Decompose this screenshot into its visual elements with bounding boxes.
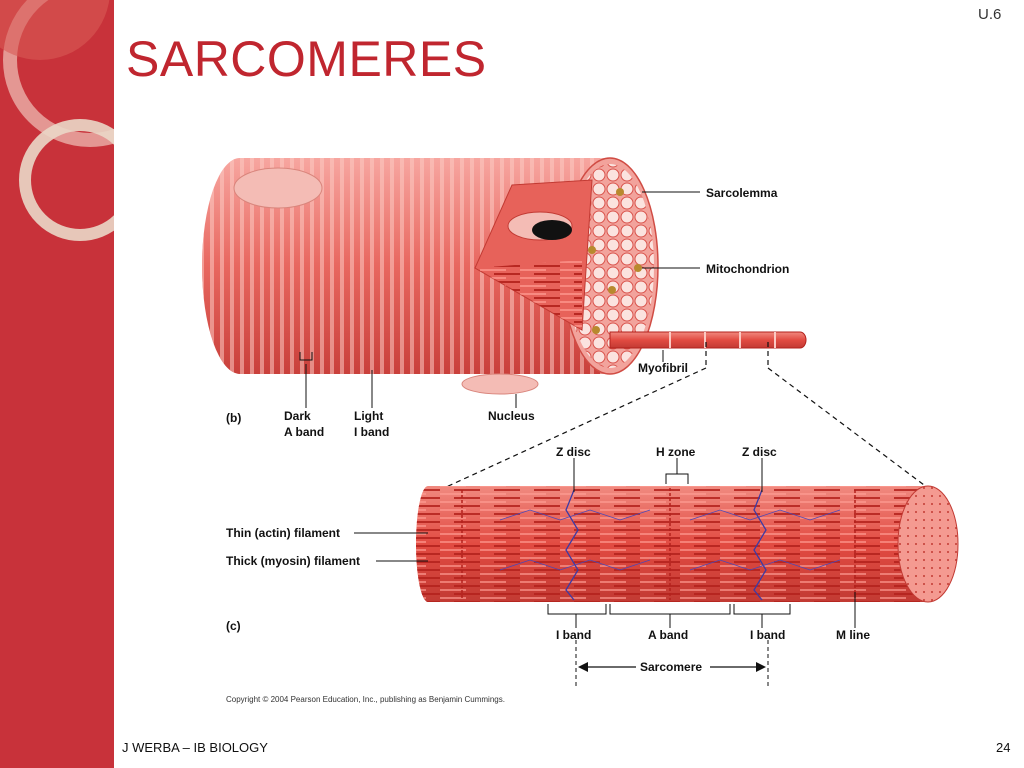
- label-h-zone: H zone: [656, 445, 696, 459]
- myofibril-enlarged: [416, 485, 959, 603]
- muscle-fiber-cylinder: [202, 157, 659, 395]
- label-i-band-right: I band: [750, 628, 785, 642]
- label-i-band-left: I band: [556, 628, 591, 642]
- label-sarcomere: Sarcomere: [640, 660, 702, 674]
- sidebar-decoration: [0, 0, 114, 768]
- slide-title: SARCOMERES: [126, 31, 487, 87]
- zoom-lines: [443, 342, 929, 489]
- label-z-disc-right: Z disc: [742, 445, 777, 459]
- label-thin-filament: Thin (actin) filament: [226, 526, 340, 540]
- slide-code: U.6: [978, 6, 1002, 23]
- page-number: 24: [996, 740, 1011, 755]
- sarcomere-diagram: Sarcolemma Mitochondrion Myofibril Dark …: [200, 140, 980, 720]
- label-m-line: M line: [836, 628, 870, 642]
- label-mitochondrion: Mitochondrion: [706, 262, 789, 276]
- panel-b-leader-lines: [299, 191, 700, 408]
- label-nucleus: Nucleus: [488, 409, 535, 423]
- panel-c-leader-lines: [354, 458, 856, 628]
- label-light-line2: I band: [354, 425, 389, 439]
- label-dark-line1: Dark: [284, 409, 311, 423]
- panel-b-label: (b): [226, 411, 241, 425]
- myofibril-strand: [609, 331, 807, 349]
- label-sarcolemma: Sarcolemma: [706, 186, 778, 200]
- footer-author: J WERBA – IB BIOLOGY: [122, 740, 268, 755]
- copyright-text: Copyright © 2004 Pearson Education, Inc.…: [226, 695, 505, 704]
- sarcomere-arrow: [578, 662, 766, 672]
- label-myofibril: Myofibril: [638, 361, 688, 375]
- label-dark-line2: A band: [284, 425, 324, 439]
- label-thick-filament: Thick (myosin) filament: [226, 554, 360, 568]
- decorative-circles: [0, 0, 114, 241]
- sarcomere-extent: [575, 640, 769, 688]
- label-light-line1: Light: [354, 409, 383, 423]
- label-z-disc-left: Z disc: [556, 445, 591, 459]
- label-a-band: A band: [648, 628, 688, 642]
- panel-c-label: (c): [226, 619, 241, 633]
